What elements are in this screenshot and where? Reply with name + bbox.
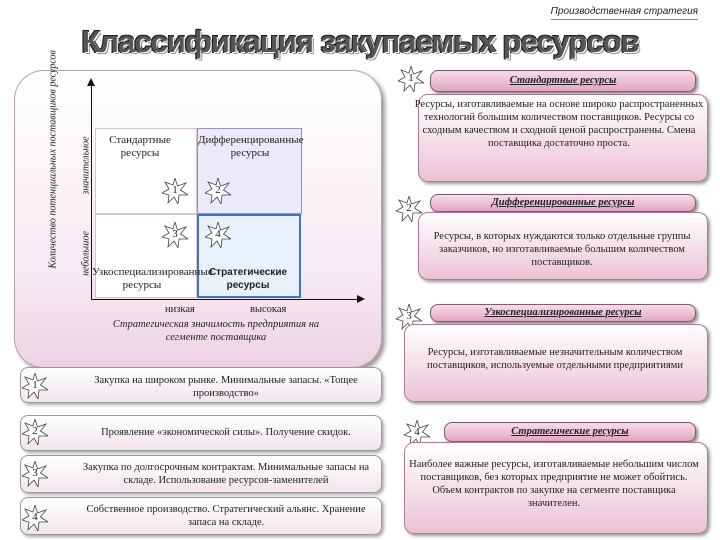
strategy-3-text: Закупка по долгосрочным контрактам. Мини… <box>82 462 370 486</box>
quadrant-2-label: Дифференцированные ресурсы <box>198 134 304 159</box>
star-icon: 2 <box>394 194 424 224</box>
star-icon: 2 <box>20 417 50 447</box>
resource-1-desc-box <box>418 94 708 182</box>
quadrant-3 <box>95 214 197 298</box>
resource-1-num: 1 <box>408 72 414 84</box>
strategy-row-3 <box>20 455 382 493</box>
quadrant-1-num: 1 <box>172 184 178 196</box>
strategy-1-text: Закупка на широком рынке. Минимальные за… <box>94 375 358 399</box>
resource-4-text: Наиболее важные ресурсы, изготавливаемые… <box>409 459 699 509</box>
strategy-row-2 <box>20 415 382 451</box>
y-high-label: значительное <box>80 136 92 195</box>
resource-1-text: Ресурсы, изготавливаемые на основе широк… <box>414 99 704 149</box>
strategy-row-4 <box>20 497 382 535</box>
page-title: Классификация закупаемых ресурсов <box>81 24 639 59</box>
y-axis <box>87 78 95 300</box>
resource-4-header: Стратегические ресурсы <box>444 422 696 442</box>
quadrant-4-label: Стратегические ресурсы <box>208 267 288 291</box>
x-high-label: высокая <box>250 304 287 315</box>
quadrant-4-num: 4 <box>215 228 221 240</box>
strategy-1-num: 1 <box>32 379 38 391</box>
resource-3-text: Ресурсы, изготавливаемые незначительным … <box>426 347 684 371</box>
resource-4-title: Стратегические ресурсы <box>511 426 629 437</box>
star-icon: 1 <box>20 371 50 401</box>
star-icon: 1 <box>396 64 426 94</box>
quadrant-3-label: Узкоспециализированные ресурсы <box>92 266 213 291</box>
x-axis-label: Стратегическая значимость предприятия на… <box>112 319 320 343</box>
strategy-row-1 <box>20 367 382 403</box>
resource-2-text: Ресурсы, в которых нуждаются только отде… <box>433 231 691 268</box>
resource-3-num: 3 <box>406 310 412 322</box>
strategy-2-num: 2 <box>32 425 38 437</box>
resource-4-desc-box <box>404 442 708 534</box>
resource-2-desc-box <box>418 212 708 280</box>
star-icon: 3 <box>160 220 190 250</box>
resource-2-header: Дифференцированные ресурсы <box>430 194 696 212</box>
star-icon: 4 <box>203 220 233 250</box>
resource-1-title: Стандартные ресурсы <box>509 75 617 86</box>
strategy-4-num: 4 <box>32 511 38 523</box>
resource-2-title: Дифференцированные ресурсы <box>491 197 635 208</box>
strategy-3-num: 3 <box>32 467 38 479</box>
star-icon: 3 <box>20 459 50 489</box>
resource-2-num: 2 <box>406 202 412 214</box>
quadrant-1-label: Стандартные ресурсы <box>109 134 171 159</box>
star-icon: 2 <box>203 176 233 206</box>
outer-axis-label: Количество потенциальных поставщиков рес… <box>47 50 59 269</box>
resource-3-title: Узкоспециализированные ресурсы <box>484 307 642 318</box>
y-low-label: небольшое <box>80 231 92 276</box>
header-subtitle: Производственная стратегия <box>550 6 698 20</box>
star-icon: 1 <box>160 176 190 206</box>
x-axis <box>91 295 365 303</box>
resource-1-header: Стандартные ресурсы <box>430 70 696 92</box>
star-icon: 3 <box>394 302 424 332</box>
x-low-label: низкая <box>165 304 195 315</box>
resource-4-num: 4 <box>414 426 420 438</box>
resource-3-header: Узкоспециализированные ресурсы <box>430 304 696 322</box>
quadrant-2-num: 2 <box>215 184 221 196</box>
star-icon: 4 <box>402 418 432 448</box>
strategy-4-text: Собственное производство. Стратегический… <box>86 504 366 528</box>
resource-3-desc-box <box>404 324 708 402</box>
quadrant-3-num: 3 <box>172 228 178 240</box>
star-icon: 4 <box>20 503 50 533</box>
quadrant-1 <box>95 128 197 214</box>
strategy-2-text: Проявление «экономической силы». Получен… <box>101 427 351 438</box>
